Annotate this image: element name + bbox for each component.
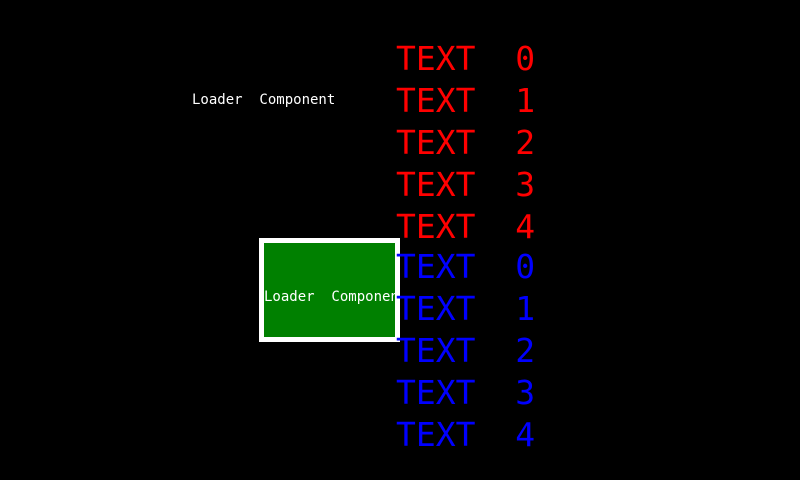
text-item-blue-0[interactable]: TEXT 0: [396, 247, 536, 286]
loader-component-panel[interactable]: Loader Component: [259, 238, 400, 342]
text-item-red-3[interactable]: TEXT 3: [396, 165, 536, 204]
text-item-red-4[interactable]: TEXT 4: [396, 207, 536, 246]
text-item-red-0[interactable]: TEXT 0: [396, 39, 536, 78]
text-item-blue-3[interactable]: TEXT 3: [396, 373, 536, 412]
loader-component-label-plain: Loader Component: [192, 92, 336, 108]
text-item-blue-2[interactable]: TEXT 2: [396, 331, 536, 370]
text-item-blue-4[interactable]: TEXT 4: [396, 415, 536, 454]
text-item-red-1[interactable]: TEXT 1: [396, 81, 536, 120]
text-item-red-2[interactable]: TEXT 2: [396, 123, 536, 162]
text-item-blue-1[interactable]: TEXT 1: [396, 289, 536, 328]
loader-component-panel-label: Loader Component: [264, 289, 400, 305]
